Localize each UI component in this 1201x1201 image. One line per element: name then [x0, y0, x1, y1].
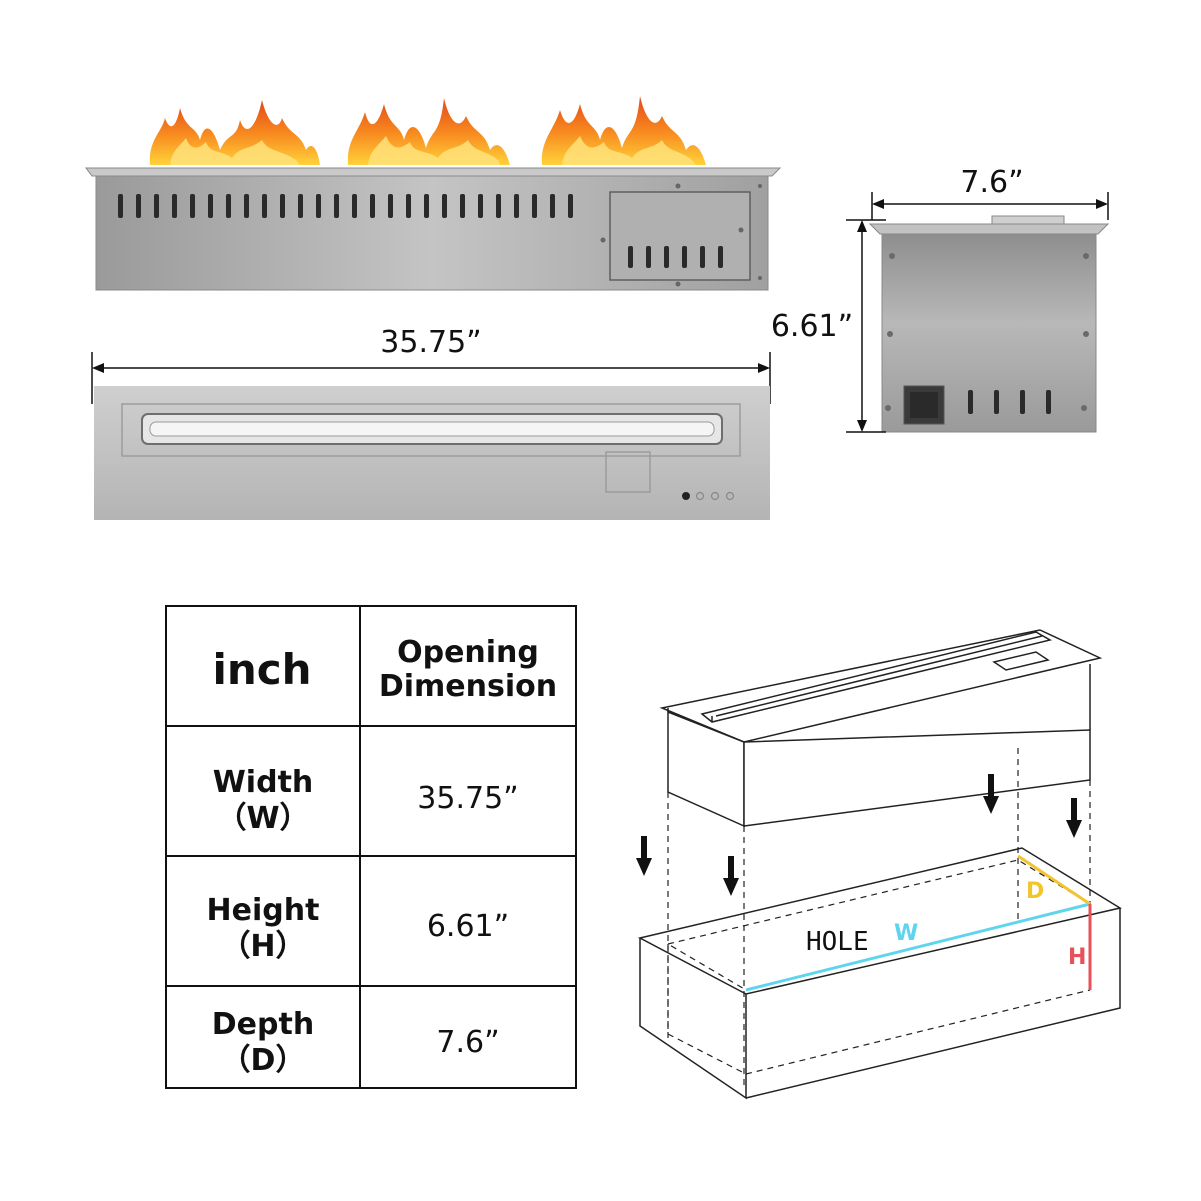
d-letter: D: [1026, 879, 1044, 904]
top-view: [94, 386, 770, 520]
flame-group-right: [541, 96, 706, 165]
table-row-height-name: Height: [207, 893, 320, 928]
h-letter: H: [1068, 945, 1086, 970]
table-row-width-name: Width: [213, 765, 314, 800]
down-arrow-icon: [723, 856, 739, 896]
side-view: [868, 215, 1110, 433]
table-row-height-value: 6.61”: [427, 909, 509, 944]
insert-arrows: [636, 774, 1082, 896]
down-arrow-icon: [983, 774, 999, 814]
depth-dimension-label: 7.6”: [960, 165, 1023, 200]
down-arrow-icon: [1066, 798, 1082, 838]
width-dimension: 35.75”: [91, 325, 771, 404]
table-header-line1: Opening: [397, 635, 539, 670]
front-vents: [118, 194, 573, 218]
table-header-line2: Dimension: [379, 669, 557, 704]
flame-group-center: [347, 98, 510, 165]
hole-label: HOLE: [806, 927, 869, 957]
width-dimension-label: 35.75”: [380, 325, 481, 360]
installation-diagram: [637, 629, 1122, 1100]
table-header-unit: inch: [212, 645, 311, 694]
table-row-depth-name: Depth: [212, 1007, 314, 1042]
table-row-width-value: 35.75”: [417, 781, 518, 816]
height-dimension: 6.61”: [771, 219, 886, 433]
opening-dimension-table: inch Opening Dimension Width （W） 35.75” …: [165, 605, 577, 1089]
depth-dimension: 7.6”: [871, 165, 1109, 220]
w-letter: W: [894, 921, 918, 946]
height-dimension-label: 6.61”: [771, 309, 853, 344]
table-row-depth-value: 7.6”: [436, 1025, 499, 1060]
table-row-depth-abbr: （D）: [221, 1043, 306, 1078]
front-view: [85, 96, 782, 291]
flame-group-left: [149, 100, 320, 165]
down-arrow-icon: [636, 836, 652, 876]
table-row-height-abbr: （H）: [220, 929, 305, 964]
table-row-width-abbr: （W）: [216, 801, 309, 836]
